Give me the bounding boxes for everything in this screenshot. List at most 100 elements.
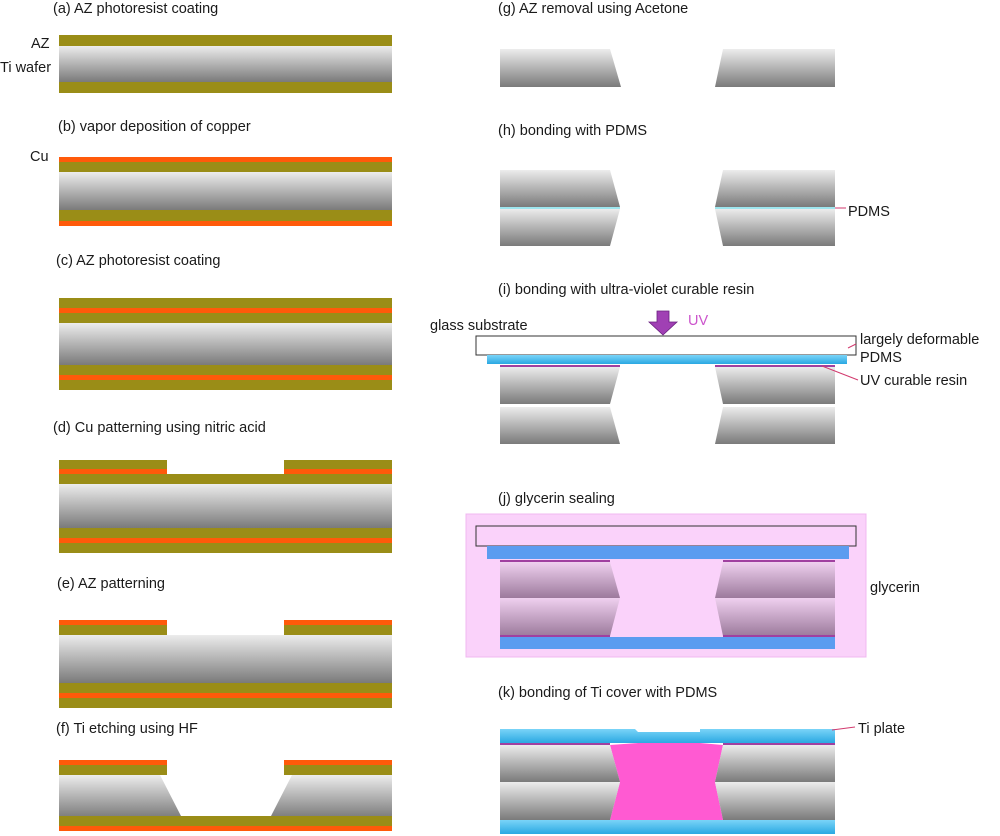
step-g: (g) AZ removal using Acetone [498,1,835,87]
cu-layer-bottom [59,538,392,543]
az-layer-bottom [59,528,392,538]
az-layer-top2-right [284,460,392,469]
step-i-title: (i) bonding with ultra-violet curable re… [498,282,754,298]
az-layer-top-right [284,625,392,635]
step-c: (c) AZ photoresist coating [56,253,392,390]
ti-piece-upper-right [715,562,835,598]
az-layer-top [59,313,392,323]
step-h-title: (h) bonding with PDMS [498,123,647,139]
ti-plate-top [500,729,835,743]
az-layer-bottom [59,816,392,826]
ti-piece-lower-left [500,598,620,636]
az-label: AZ [31,36,50,52]
bottom-pdms-layer [500,820,835,834]
uv-label: UV [688,313,708,329]
bottom-pdms-layer [500,637,835,649]
cu-layer-top-left [59,760,167,765]
step-j-title: (j) glycerin sealing [498,491,615,507]
az-layer-top-left [59,625,167,635]
step-j: (j) glycerin sealing glycerin [465,491,920,658]
glycerin-label: glycerin [870,580,920,596]
deformable-pdms-layer [487,355,847,364]
az-layer-top2 [59,298,392,308]
uv-resin-leader-line [821,365,859,381]
ti-piece-upper-right [715,170,835,207]
pdms-label: PDMS [848,204,890,220]
ti-piece-upper-left [500,562,620,598]
ti-piece-lower-right [715,407,835,444]
cu-layer-top-right [284,620,392,625]
step-h: (h) bonding with PDMS PDMS [498,123,890,246]
cu-layer-top [59,308,392,313]
uv-arrow-icon [647,310,679,336]
az-layer-top [59,474,392,484]
step-i: (i) bonding with ultra-violet curable re… [430,282,979,444]
cu-layer-top-right [284,469,392,474]
ti-piece-lower-left [500,782,620,820]
az-layer-bottom2 [59,543,392,553]
step-k-title: (k) bonding of Ti cover with PDMS [498,685,717,701]
cu-layer-top-left [59,469,167,474]
step-e: (e) AZ patterning [57,576,392,708]
cu-layer-top [59,157,392,162]
ti-wafer [59,46,392,82]
az-layer-top [59,162,392,172]
ti-piece-lower-left [500,209,620,246]
step-c-title: (c) AZ photoresist coating [56,253,220,269]
step-e-title: (e) AZ patterning [57,576,165,592]
uv-curable-resin-label: UV curable resin [860,373,967,389]
ti-wafer-label: Ti wafer [0,60,51,76]
glass-substrate-label: glass substrate [430,318,528,334]
deformable-leader-line [847,343,857,349]
step-b-title: (b) vapor deposition of copper [58,119,251,135]
ti-piece-lower-right [715,598,835,636]
step-a-title: (a) AZ photoresist coating [53,1,218,17]
ti-wafer [59,323,392,365]
ti-piece-lower-left [500,407,620,444]
ti-piece-upper-right [715,367,835,404]
ti-wafer-etched [59,775,392,818]
az-layer-top-left [59,765,167,775]
ti-piece-lower-right [715,209,835,246]
ti-piece-left [500,49,621,87]
cu-layer-bottom [59,221,392,226]
glass-substrate [475,335,857,356]
cu-layer-top-right [284,760,392,765]
az-layer-bottom [59,82,392,93]
step-f-title: (f) Ti etching using HF [56,721,198,737]
step-b: (b) vapor deposition of copper Cu [30,119,392,226]
az-layer-top [59,35,392,46]
az-layer-bottom2 [59,380,392,390]
step-a: (a) AZ photoresist coating AZ Ti wafer [0,1,392,93]
ti-piece-upper-right [715,745,835,782]
step-d: (d) Cu patterning using nitric acid [53,420,392,553]
cu-layer-top-left [59,620,167,625]
ti-wafer [59,484,392,528]
step-d-title: (d) Cu patterning using nitric acid [53,420,266,436]
az-layer-bottom2 [59,698,392,708]
step-k: (k) bonding of Ti cover with PDMS Ti pla… [498,685,905,834]
cu-label: Cu [30,149,49,165]
ti-piece-upper-left [500,170,620,207]
glycerin-cavity [610,743,723,820]
largely-deformable-label: largely deformable [860,332,979,348]
az-layer-top2-left [59,460,167,469]
az-layer-bottom [59,210,392,221]
ti-plate-leader-line [831,726,856,731]
ti-wafer [59,172,392,210]
cu-layer-bottom [59,826,392,831]
step-f: (f) Ti etching using HF [56,721,392,831]
az-layer-top-right [284,765,392,775]
ti-piece-lower-right [715,782,835,820]
deformable-pdms-layer [487,546,849,559]
ti-wafer [59,635,392,683]
ti-piece-upper-left [500,745,620,782]
ti-piece-right [715,49,835,87]
az-layer-bottom [59,683,392,693]
largely-deformable-pdms-label: PDMS [860,350,902,366]
step-g-title: (g) AZ removal using Acetone [498,1,688,17]
cu-layer-bottom [59,375,392,380]
ti-piece-upper-left [500,367,620,404]
cu-layer-bottom [59,693,392,698]
